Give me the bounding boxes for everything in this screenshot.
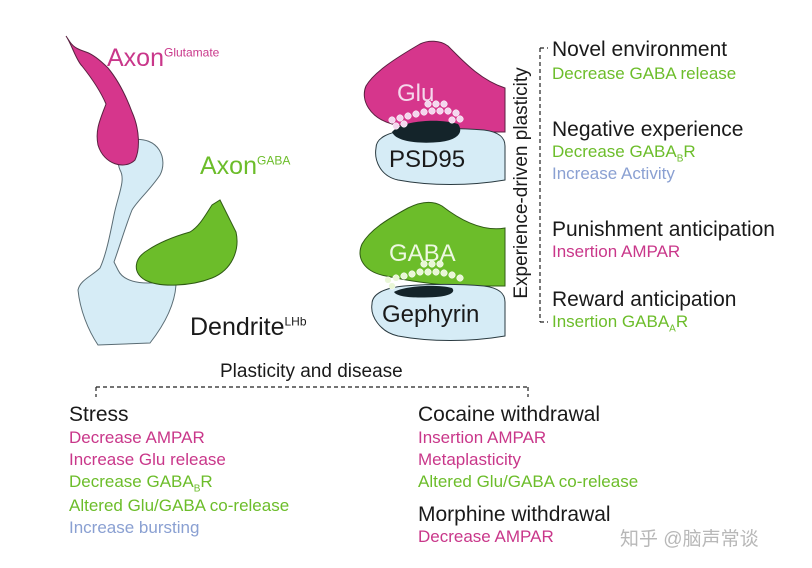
cocaine-effect-corelease: Altered Glu/GABA co-release	[418, 472, 639, 491]
glu-label: Glu	[397, 80, 435, 107]
negative-experience-effect-activity: Increase Activity	[552, 164, 675, 183]
cocaine-effect-metaplasticity: Metaplasticity	[418, 450, 521, 469]
disease-bracket	[95, 386, 529, 397]
dendrite-label: DendriteLHb	[190, 313, 307, 341]
cocaine-effect-ampar: Insertion AMPAR	[418, 428, 547, 447]
gaba-label: GABA	[389, 240, 456, 267]
stress-effect-ampar: Decrease AMPAR	[69, 428, 205, 447]
gephyrin-postsynapse-shape	[371, 284, 506, 341]
dendrite-shape	[77, 138, 177, 346]
punishment-anticipation-title: Punishment anticipation	[552, 218, 775, 241]
novel-environment-effect: Decrease GABA release	[552, 64, 737, 83]
cocaine-title: Cocaine withdrawal	[418, 403, 601, 426]
psd95-density-shape	[392, 120, 461, 143]
negative-experience-effect-gabab: Decrease GABABR	[552, 142, 696, 165]
stress-effect-glu: Increase Glu release	[69, 450, 226, 469]
psd95-label: PSD95	[389, 146, 466, 173]
watermark: 知乎 @脑声常谈	[620, 529, 759, 550]
morphine-effect-ampar: Decrease AMPAR	[418, 527, 554, 546]
gaba-terminal-shape	[359, 201, 506, 287]
stress-title: Stress	[69, 403, 129, 426]
morphine-title: Morphine withdrawal	[418, 503, 611, 526]
negative-experience-title: Negative experience	[552, 118, 744, 141]
glu-vesicles	[388, 100, 464, 130]
reward-anticipation-title: Reward anticipation	[552, 288, 737, 311]
gephyrin-label: Gephyrin	[382, 301, 480, 328]
axon-glutamate-shape	[65, 35, 139, 166]
axon-gaba-label: AxonGABA	[200, 152, 291, 180]
gaba-vesicles	[384, 260, 464, 290]
experience-bracket	[539, 47, 548, 323]
disease-header: Plasticity and disease	[220, 361, 403, 382]
stress-effect-corelease: Altered Glu/GABA co-release	[69, 496, 290, 515]
gephyrin-density-shape	[394, 285, 454, 298]
glu-terminal-shape	[363, 40, 506, 133]
axon-gaba-shape	[135, 199, 238, 286]
axon-glutamate-label: AxonGlutamate	[107, 44, 220, 72]
novel-environment-title: Novel environment	[552, 38, 728, 61]
reward-anticipation-effect: Insertion GABAAR	[552, 312, 689, 335]
stress-effect-gabab: Decrease GABABR	[69, 472, 213, 495]
punishment-anticipation-effect: Insertion AMPAR	[552, 242, 681, 261]
stress-effect-bursting: Increase bursting	[69, 518, 200, 537]
experience-axis-label: Experience-driven plasticity	[511, 67, 532, 299]
